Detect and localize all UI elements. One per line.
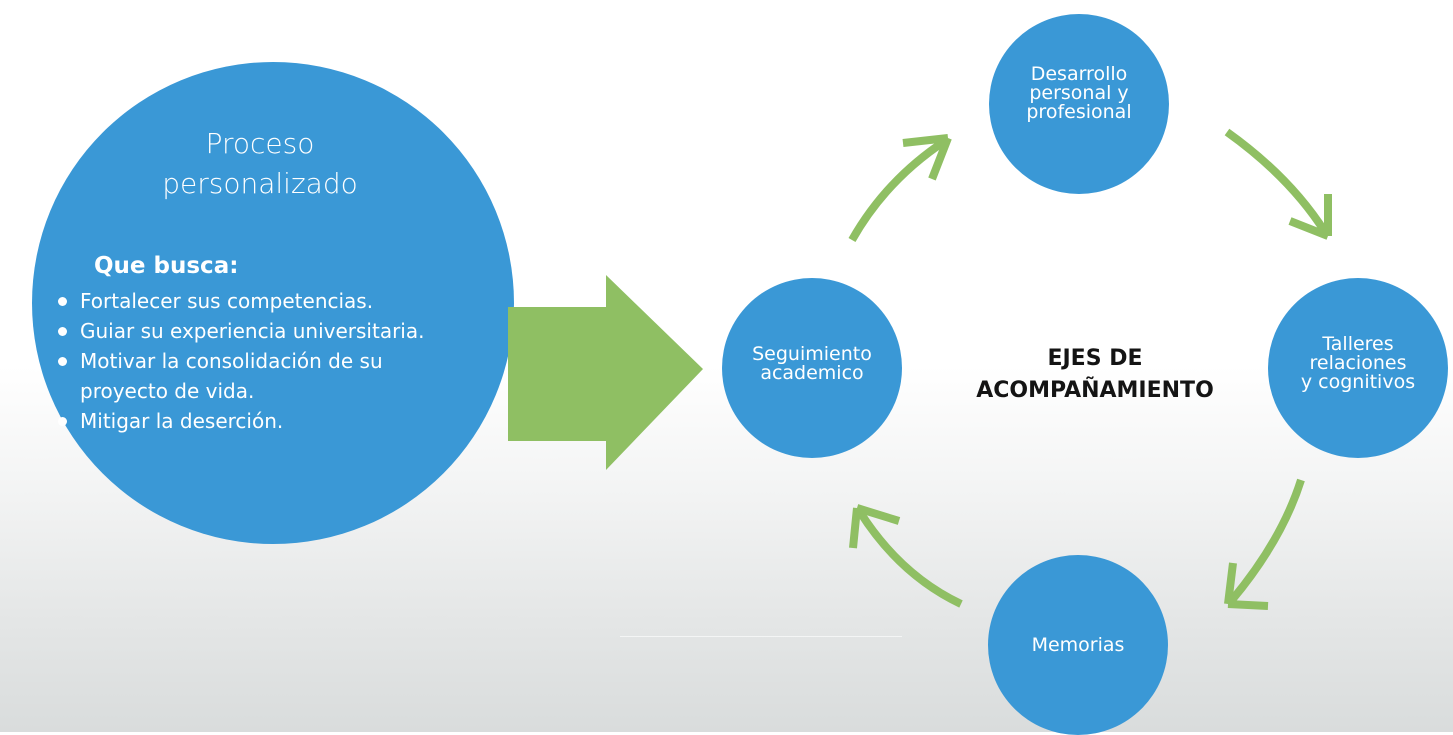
- node-label: profesional: [1026, 100, 1132, 123]
- goals-list: Fortalecer sus competencias. Guiar su ex…: [58, 286, 424, 436]
- seeks-heading: Que busca:: [94, 253, 239, 279]
- curved-arrow-icon-bottom-left: [849, 504, 963, 608]
- goal-item: Fortalecer sus competencias.: [58, 286, 424, 316]
- node-label: relaciones: [1309, 351, 1407, 374]
- process-title-line2: personalizado: [162, 167, 358, 200]
- node-personal-professional: Desarrollo personal y profesional: [989, 14, 1169, 194]
- goal-item: Motivar la consolidación de su: [58, 346, 424, 376]
- process-circle: [32, 62, 514, 544]
- curved-arrow-icon-top-left: [848, 134, 952, 242]
- node-label: personal y: [1029, 81, 1129, 104]
- goal-item-continuation: proyecto de vida.: [80, 379, 255, 403]
- node-label: academico: [760, 362, 864, 384]
- divider-line: [620, 636, 902, 637]
- node-workshops: Talleres relaciones y cognitivos: [1268, 278, 1448, 458]
- process-title-line1: Proceso: [205, 127, 315, 160]
- node-memories: Memorias: [988, 555, 1168, 735]
- node-label: y cognitivos: [1300, 370, 1416, 393]
- goal-item: Mitigar la deserción.: [58, 406, 424, 436]
- node-label: Desarrollo: [1030, 62, 1128, 85]
- node-label: Memorias: [1031, 633, 1125, 656]
- center-label: EJES DE ACOMPAÑAMIENTO: [925, 343, 1265, 407]
- curved-arrow-icon-top-right: [1224, 128, 1332, 240]
- curved-arrow-icon-bottom-right: [1224, 478, 1305, 610]
- goal-item: Guiar su experiencia universitaria.: [58, 316, 424, 346]
- node-label: Talleres: [1322, 332, 1394, 355]
- node-academic-followup: Seguimiento academico: [722, 278, 902, 458]
- node-label: Seguimiento: [752, 343, 872, 365]
- center-label-line1: EJES DE: [1047, 346, 1143, 371]
- center-label-line2: ACOMPAÑAMIENTO: [976, 378, 1214, 403]
- arrow-right-icon: [508, 275, 703, 470]
